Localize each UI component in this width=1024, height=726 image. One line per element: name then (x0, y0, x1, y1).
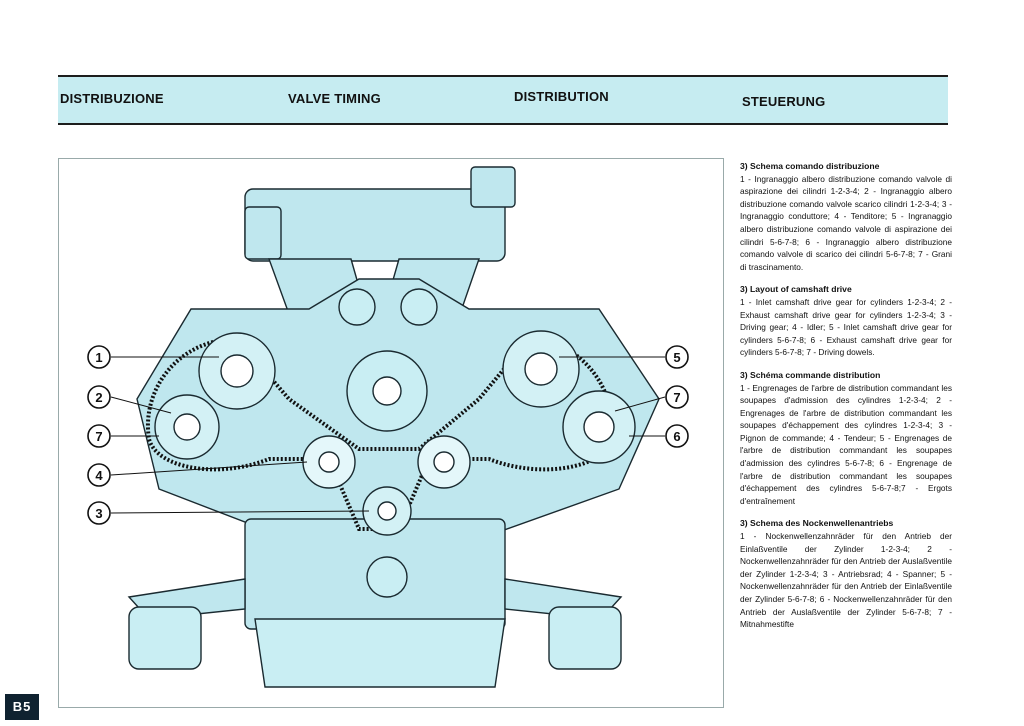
engine-timing-diagram: 1 2 7 4 3 5 7 6 (58, 158, 724, 708)
header-title-en: VALVE TIMING (288, 91, 381, 106)
callout-7-left-label: 7 (95, 429, 102, 444)
timing-belt (145, 336, 615, 531)
callout-6-circle (665, 424, 689, 448)
legend-german-body: 1 - Nockenwellenzahnräder für den Antrie… (740, 531, 952, 630)
engine-mount-right (548, 606, 622, 670)
header-title-fr: DISTRIBUTION (514, 89, 609, 104)
oil-sump (254, 618, 506, 688)
header-band: DISTRIBUZIONE VALVE TIMING DISTRIBUTION … (58, 75, 948, 125)
engine-drawing: 1 2 7 4 3 5 7 6 (87, 166, 689, 688)
callout-5-circle (665, 345, 689, 369)
legend-french-body: 1 - Engrenages de l'arbre de distributio… (740, 382, 952, 506)
legend-italian: 3) Schema comando distribuzione 1 - Ingr… (740, 160, 952, 273)
callout-3-label: 3 (95, 506, 102, 521)
callout-1-label: 1 (95, 350, 102, 365)
legend-english-title: 3) Layout of camshaft drive (740, 284, 852, 295)
callout-4-circle (87, 463, 111, 487)
legend-text-column: 3) Schema comando distribuzione 1 - Ingr… (740, 160, 952, 641)
legend-english-body: 1 - Inlet camshaft drive gear for cylind… (740, 296, 952, 358)
engine-mount-left (128, 606, 202, 670)
header-title-it: DISTRIBUZIONE (60, 91, 164, 106)
header-title-de: STEUERUNG (742, 94, 826, 109)
legend-italian-body: 1 - Ingranaggio albero distribuzione com… (740, 173, 952, 272)
legend-italian-title: 3) Schema comando distribuzione (740, 161, 880, 171)
callout-2-circle (87, 385, 111, 409)
callout-7-right-circle (665, 385, 689, 409)
page-number-badge: B5 (5, 694, 39, 720)
callout-4-label: 4 (95, 468, 103, 483)
callout-7-right-label: 7 (673, 390, 680, 405)
callout-3-circle (87, 501, 111, 525)
legend-french: 3) Schéma commande distribution 1 - Engr… (740, 369, 952, 508)
callout-7-left-circle (87, 424, 111, 448)
callout-2-label: 2 (95, 390, 102, 405)
legend-english: 3) Layout of camshaft drive 1 - Inlet ca… (740, 283, 952, 359)
intake-plenum (244, 188, 506, 262)
callout-1-circle (87, 345, 111, 369)
legend-german: 3) Schema des Nockenwellenantriebs 1 - N… (740, 517, 952, 630)
legend-french-title: 3) Schéma commande distribution (740, 369, 881, 380)
callout-6-label: 6 (673, 429, 680, 444)
throttle-body (470, 166, 516, 208)
legend-german-title: 3) Schema des Nockenwellenantriebs (740, 518, 894, 529)
callout-5-label: 5 (673, 350, 680, 365)
